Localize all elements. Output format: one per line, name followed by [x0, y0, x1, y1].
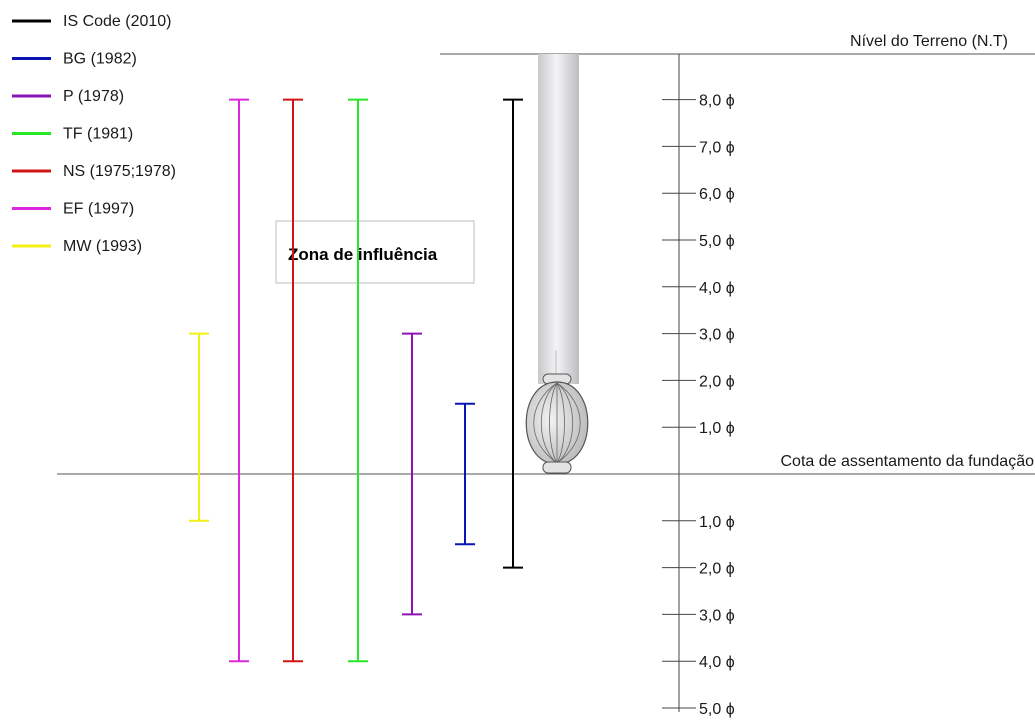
- scale-tick: 6,0 ϕ: [662, 186, 735, 203]
- range-bars: [189, 98, 523, 663]
- legend-label: EF (1997): [63, 201, 134, 218]
- range-bar-is-code-2010: [503, 98, 523, 569]
- influence-zone-box: Zona de influência: [275, 220, 475, 284]
- scale-tick: 1,0 ϕ: [662, 514, 735, 531]
- legend-item-ef-1997: EF (1997): [12, 201, 134, 218]
- scale-tick: 5,0 ϕ: [662, 233, 735, 250]
- scale-tick: 8,0 ϕ: [662, 93, 735, 110]
- range-bar-tf-1981: [348, 98, 368, 663]
- legend-label: NS (1975;1978): [63, 163, 176, 180]
- legend-item-is-code-2010: IS Code (2010): [12, 13, 172, 30]
- scale-tick: 3,0 ϕ: [662, 327, 735, 344]
- scale-tick-label: 3,0 ϕ: [699, 607, 735, 624]
- range-bar-ns-1975-1978: [283, 98, 303, 663]
- scale-ticks: 8,0 ϕ 7,0 ϕ 6,0 ϕ 5,0 ϕ 4,0 ϕ 3,0 ϕ 2,0 ϕ 1,0 ϕ…: [662, 93, 735, 718]
- scale-tick: 4,0 ϕ: [662, 280, 735, 297]
- legend-label: IS Code (2010): [63, 13, 172, 30]
- pile-shaft: [538, 54, 579, 384]
- legend-label: TF (1981): [63, 126, 133, 143]
- legend-label: BG (1982): [63, 51, 137, 68]
- legend-item-ns-1975-1978: NS (1975;1978): [12, 163, 176, 180]
- range-bar-mw-1993: [189, 332, 209, 522]
- range-bar-bg-1982: [455, 402, 475, 546]
- legend: IS Code (2010) BG (1982) P (1978) TF (1981)…: [12, 13, 176, 255]
- scale-tick-label: 6,0 ϕ: [699, 186, 735, 203]
- scale-tick: 7,0 ϕ: [662, 139, 735, 156]
- scale-tick-label: 1,0 ϕ: [699, 420, 735, 437]
- scale-tick-label: 1,0 ϕ: [699, 514, 735, 531]
- scale-tick-label: 8,0 ϕ: [699, 93, 735, 110]
- influence-zone-label: Zona de influência: [288, 245, 438, 264]
- scale-tick-label: 7,0 ϕ: [699, 139, 735, 156]
- scale-tick: 4,0 ϕ: [662, 654, 735, 671]
- scale-tick-label: 4,0 ϕ: [699, 654, 735, 671]
- scale-tick: 2,0 ϕ: [662, 561, 735, 578]
- scale-tick-label: 3,0 ϕ: [699, 327, 735, 344]
- scale-tick: 2,0 ϕ: [662, 373, 735, 390]
- range-bar-ef-1997: [229, 98, 249, 663]
- legend-item-mw-1993: MW (1993): [12, 238, 142, 255]
- scale-tick-label: 2,0 ϕ: [699, 373, 735, 390]
- pile-bulb: [525, 373, 589, 474]
- foundation-level-label: Cota de assentamento da fundação: [780, 453, 1034, 470]
- legend-label: MW (1993): [63, 238, 142, 255]
- range-bar-p-1978: [402, 332, 422, 616]
- legend-item-bg-1982: BG (1982): [12, 51, 137, 68]
- scale-tick-label: 4,0 ϕ: [699, 280, 735, 297]
- ground-level-label: Nível do Terreno (N.T): [850, 33, 1008, 50]
- scale-tick-label: 5,0 ϕ: [699, 701, 735, 718]
- legend-item-tf-1981: TF (1981): [12, 126, 133, 143]
- scale-tick-label: 5,0 ϕ: [699, 233, 735, 250]
- legend-item-p-1978: P (1978): [12, 88, 124, 105]
- scale-tick: 5,0 ϕ: [662, 701, 735, 718]
- legend-label: P (1978): [63, 88, 124, 105]
- scale-tick-label: 2,0 ϕ: [699, 561, 735, 578]
- scale-tick: 3,0 ϕ: [662, 607, 735, 624]
- scale-tick: 1,0 ϕ: [662, 420, 735, 437]
